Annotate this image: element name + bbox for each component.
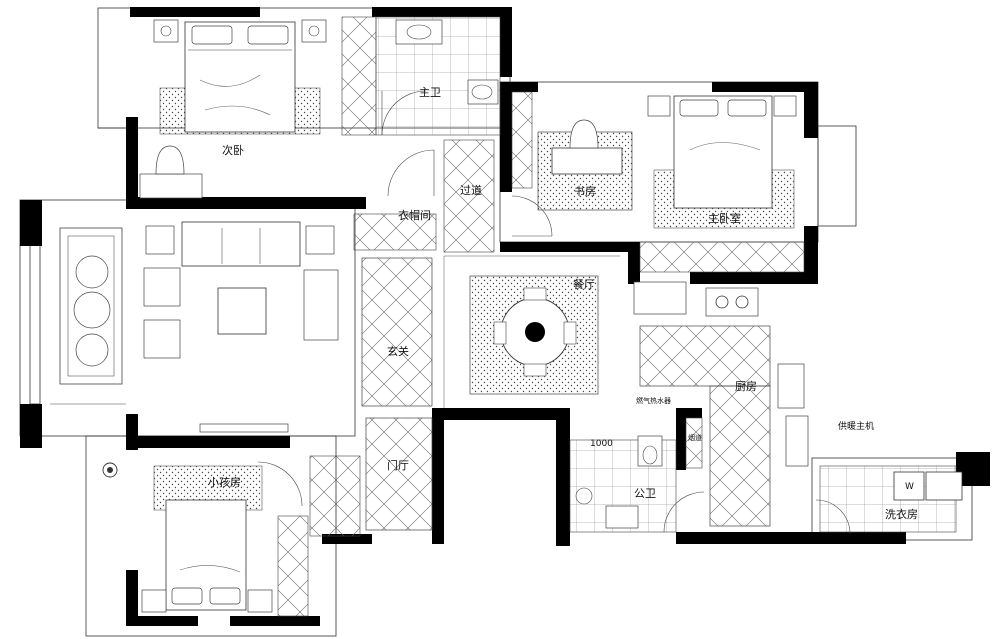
secondary-bedroom [139, 19, 327, 199]
walls [20, 7, 990, 626]
room-label-dining: 餐厅 [573, 278, 595, 291]
kids-room [102, 461, 309, 617]
room-label-kids-room: 小孩房 [208, 476, 241, 489]
room-label-master-bedroom: 主卧室 [708, 212, 741, 225]
master-bath [341, 16, 501, 136]
room-label-study: 书房 [574, 185, 596, 198]
room-label-corridor: 过道 [460, 184, 482, 197]
annotation-boiler: 供暖主机 [838, 422, 875, 432]
kitchen [633, 281, 809, 527]
room-label-entrance-hall: 门厅 [387, 459, 409, 472]
annotation-note-2: 烟道 [688, 434, 702, 442]
room-label-public-bath: 公卫 [634, 487, 656, 500]
room-label-kitchen: 厨房 [735, 380, 757, 393]
room-label-secondary-bedroom: 次卧 [222, 144, 244, 157]
room-label-foyer: 玄关 [387, 345, 409, 358]
room-label-laundry: 洗衣房 [885, 508, 918, 521]
room-label-master-bath: 主卫 [419, 86, 441, 99]
dining [443, 255, 620, 408]
room-label-cloakroom: 衣帽间 [398, 209, 431, 222]
living-room [50, 221, 339, 433]
foyer [309, 257, 433, 537]
master-bedroom [639, 95, 805, 273]
washer-mark: W [905, 482, 914, 492]
public-bath [569, 435, 705, 533]
laundry [815, 465, 963, 535]
study [511, 91, 633, 237]
corridor [353, 139, 495, 253]
annotation-dimension: 1000 [590, 439, 613, 449]
annotation-note-1: 燃气热水器 [636, 397, 671, 405]
